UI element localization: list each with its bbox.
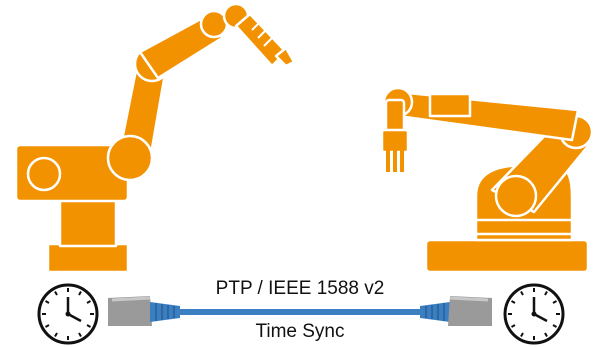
left-robot-arm	[14, 2, 296, 274]
right-connector	[448, 296, 492, 326]
left-connector	[108, 296, 152, 326]
left-clock-icon	[37, 283, 99, 345]
protocol-label: PTP / IEEE 1588 v2	[215, 278, 385, 299]
right-robot-arm	[380, 86, 594, 274]
ethernet-cable	[108, 296, 492, 326]
right-clock-icon	[503, 283, 565, 345]
time-sync-caption: Time Sync	[255, 321, 345, 342]
